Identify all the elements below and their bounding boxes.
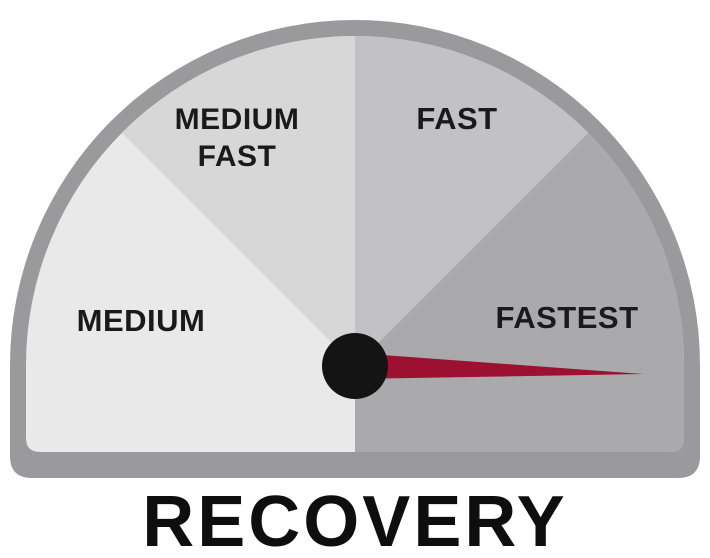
label-medium-fast-line2: FAST	[198, 140, 277, 173]
segment-medium-fast	[26, 36, 355, 366]
label-fast: FAST	[416, 101, 497, 136]
gauge-title: RECOVERY	[142, 482, 567, 558]
gauge-hub	[322, 333, 388, 399]
label-medium: MEDIUM	[77, 303, 206, 338]
label-fastest: FASTEST	[495, 300, 638, 335]
label-medium-fast-line1: MEDIUM	[175, 103, 300, 136]
segment-fast	[355, 36, 684, 366]
gauge-needle	[355, 353, 643, 379]
